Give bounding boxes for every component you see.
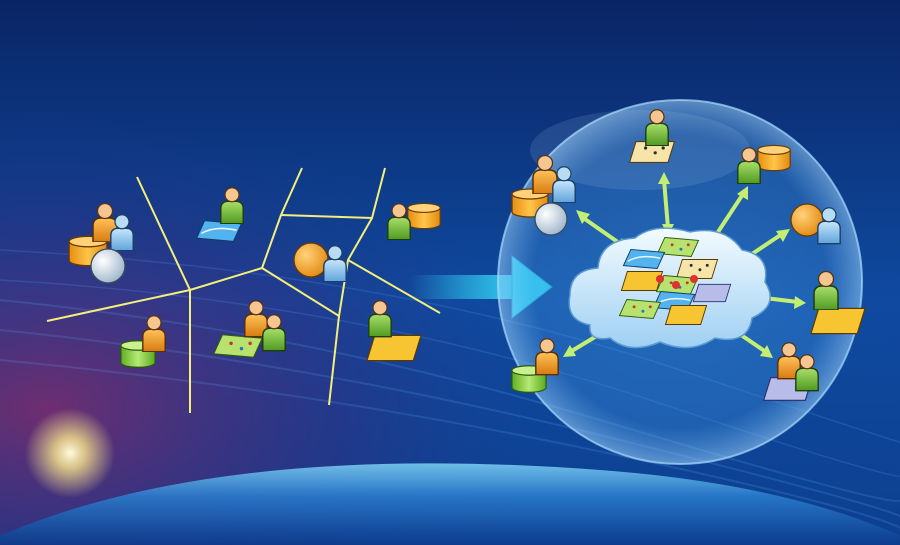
map-layers-stack bbox=[618, 236, 732, 326]
left-person-with-circle bbox=[293, 242, 347, 282]
globe-icon bbox=[90, 248, 126, 284]
sun-glow bbox=[25, 408, 115, 498]
right-person-with-circle bbox=[790, 203, 841, 245]
region-divider-lines bbox=[46, 167, 441, 413]
left-group-with-globe bbox=[68, 202, 134, 284]
right-group-with-globe bbox=[511, 154, 576, 236]
planet-horizon bbox=[0, 463, 900, 545]
globe-icon-right bbox=[534, 202, 568, 236]
